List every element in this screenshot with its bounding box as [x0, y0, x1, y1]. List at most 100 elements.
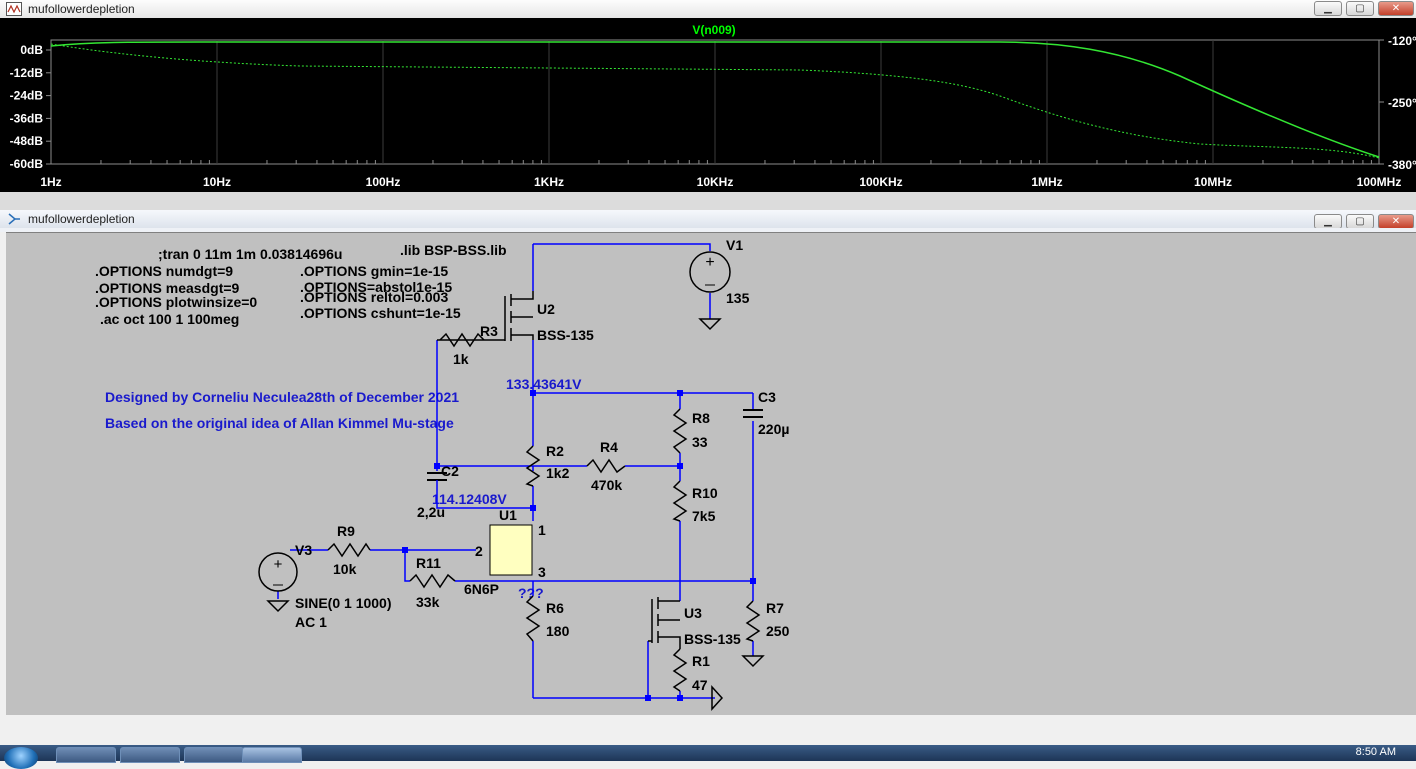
svg-text:+: + [705, 254, 714, 271]
u1-pin-2: 2 [475, 543, 483, 559]
y-left-tick-label: -48dB [10, 134, 44, 148]
schematic-canvas[interactable]: ;tran 0 11m 1m 0.03814696u .OPTIONS numd… [6, 232, 1416, 715]
ground-icon [266, 600, 290, 613]
r7-resistor[interactable]: R7 250 [745, 600, 790, 642]
c2-capacitor[interactable]: C2 2,2u [417, 463, 459, 520]
node-voltage-mid[interactable]: 114.12408V [432, 491, 507, 507]
r10-resistor[interactable]: R10 7k5 [672, 480, 718, 524]
minimize-button[interactable]: ▁ [1314, 1, 1342, 16]
r3-value: 1k [453, 351, 469, 367]
directive-measdgt[interactable]: .OPTIONS measdgt=9 [95, 280, 240, 296]
v3-value-ac: AC 1 [295, 614, 327, 630]
node-voltage-top[interactable]: 133.43641V [506, 376, 582, 392]
r7-value: 250 [766, 623, 790, 639]
r11-resistor[interactable]: R11 33k [409, 555, 456, 610]
u3-value: BSS-135 [684, 631, 741, 647]
r11-value: 33k [416, 594, 440, 610]
r2-resistor[interactable]: R2 1k2 [525, 443, 570, 487]
u3-mosfet[interactable]: U3 BSS-135 [648, 597, 741, 649]
u2-mosfet[interactable]: U2 BSS-135 [437, 291, 594, 343]
v1-value: 135 [726, 290, 750, 306]
directive-cshunt[interactable]: .OPTIONS cshunt=1e-15 [300, 305, 461, 321]
r9-name: R9 [337, 523, 355, 539]
x-tick-label: 10MHz [1194, 175, 1232, 189]
x-tick-label: 100Hz [366, 175, 401, 189]
schematic-window-titlebar[interactable]: mufollowerdepletion ▁ ▢ ✕ [0, 210, 1416, 229]
c3-value: 220µ [758, 421, 789, 437]
maximize-button[interactable]: ▢ [1346, 1, 1374, 16]
r6-resistor[interactable]: R6 180 [525, 595, 570, 642]
y-left-tick-label: 0dB [20, 43, 43, 57]
comment-designer[interactable]: Designed by Corneliu Neculea28th of Dece… [105, 389, 459, 405]
r8-name: R8 [692, 410, 710, 426]
x-tick-label: 100MHz [1357, 175, 1402, 189]
directive-ac[interactable]: .ac oct 100 1 100meg [100, 311, 239, 327]
y-right-tick-label: -120° [1388, 34, 1416, 48]
junction-dots [402, 390, 756, 701]
u1-tube[interactable]: U1 6N6P 1 2 3 [464, 507, 546, 597]
close-button[interactable]: ✕ [1378, 1, 1414, 16]
phase-trace[interactable] [50, 43, 1380, 159]
r4-value: 470k [591, 477, 622, 493]
u1-pin-3: 3 [538, 564, 546, 580]
r9-resistor[interactable]: R9 10k [327, 523, 371, 577]
c3-capacitor[interactable]: C3 220µ [743, 389, 789, 437]
directive-plotwinsize[interactable]: .OPTIONS plotwinsize=0 [95, 294, 257, 310]
r8-value: 33 [692, 434, 708, 450]
x-tick-label: 100KHz [859, 175, 902, 189]
plot-window-titlebar[interactable]: mufollowerdepletion ▁ ▢ ✕ [0, 0, 1416, 18]
v1-name: V1 [726, 237, 743, 253]
status-area [0, 715, 1416, 745]
directive-lib[interactable]: .lib BSP-BSS.lib [400, 242, 507, 258]
u2-name: U2 [537, 301, 555, 317]
plot-grid [100, 40, 1372, 164]
directive-reltol[interactable]: .OPTIONS reltol=0.003 [300, 289, 448, 305]
x-tick-label: 10Hz [203, 175, 231, 189]
pane-separator[interactable] [0, 192, 1416, 210]
schematic-close-button[interactable]: ✕ [1378, 214, 1414, 229]
r1-resistor[interactable]: R1 47 [672, 648, 710, 693]
u1-pin-1: 1 [538, 522, 546, 538]
schematic-frame [0, 228, 1416, 232]
plot-window-title: mufollowerdepletion [28, 2, 135, 16]
v1-voltage-source[interactable]: + V1 135 [689, 237, 750, 306]
r10-value: 7k5 [692, 508, 716, 524]
node-voltage-unknown[interactable]: ??? [518, 585, 544, 601]
waveform-plot-pane[interactable]: V(n009) 0dB-12dB-24dB-36dB-48dB-60dB -12… [0, 18, 1416, 192]
y-right-tick-label: -380° [1388, 158, 1416, 172]
r11-name: R11 [416, 555, 441, 571]
directive-abstol[interactable]: .OPTIONS=abstol1e-15 [300, 279, 452, 295]
directive-tran[interactable]: ;tran 0 11m 1m 0.03814696u [158, 246, 342, 262]
trace-label[interactable]: V(n009) [692, 23, 735, 37]
r2-value: 1k2 [546, 465, 570, 481]
directive-numdgt[interactable]: .OPTIONS numdgt=9 [95, 263, 233, 279]
u1-name: U1 [499, 507, 517, 523]
waveform-app-icon [6, 2, 22, 16]
x-tick-label: 1MHz [1031, 175, 1062, 189]
r1-name: R1 [692, 653, 710, 669]
svg-text:+: + [274, 556, 283, 573]
directive-gmin[interactable]: .OPTIONS gmin=1e-15 [300, 263, 448, 279]
v3-signal-source[interactable]: + V3 SINE(0 1 1000) AC 1 [258, 542, 392, 630]
ground-icon [698, 318, 722, 331]
r3-resistor[interactable]: R3 1k [439, 323, 498, 367]
schematic-app-icon [8, 213, 20, 225]
y-axis-left-ticks: 0dB-12dB-24dB-36dB-48dB-60dB [10, 43, 51, 171]
comment-idea[interactable]: Based on the original idea of Allan Kimm… [105, 415, 454, 431]
magnitude-trace[interactable] [50, 41, 1380, 158]
v3-name: V3 [295, 542, 312, 558]
y-left-tick-label: -60dB [10, 157, 44, 171]
r7-name: R7 [766, 600, 784, 616]
schematic-maximize-button[interactable]: ▢ [1346, 214, 1374, 229]
c3-name: C3 [758, 389, 776, 405]
r9-value: 10k [333, 561, 357, 577]
r1-value: 47 [692, 677, 708, 693]
r4-resistor[interactable]: R4 470k [533, 439, 626, 493]
clock[interactable]: 8:50 AM [1355, 746, 1396, 758]
u1-value: 6N6P [464, 581, 499, 597]
schematic-minimize-button[interactable]: ▁ [1314, 214, 1342, 229]
start-button[interactable] [4, 747, 38, 769]
r8-resistor[interactable]: R8 33 [672, 408, 710, 454]
y-left-tick-label: -36dB [10, 111, 44, 125]
ground-icon [711, 685, 724, 711]
